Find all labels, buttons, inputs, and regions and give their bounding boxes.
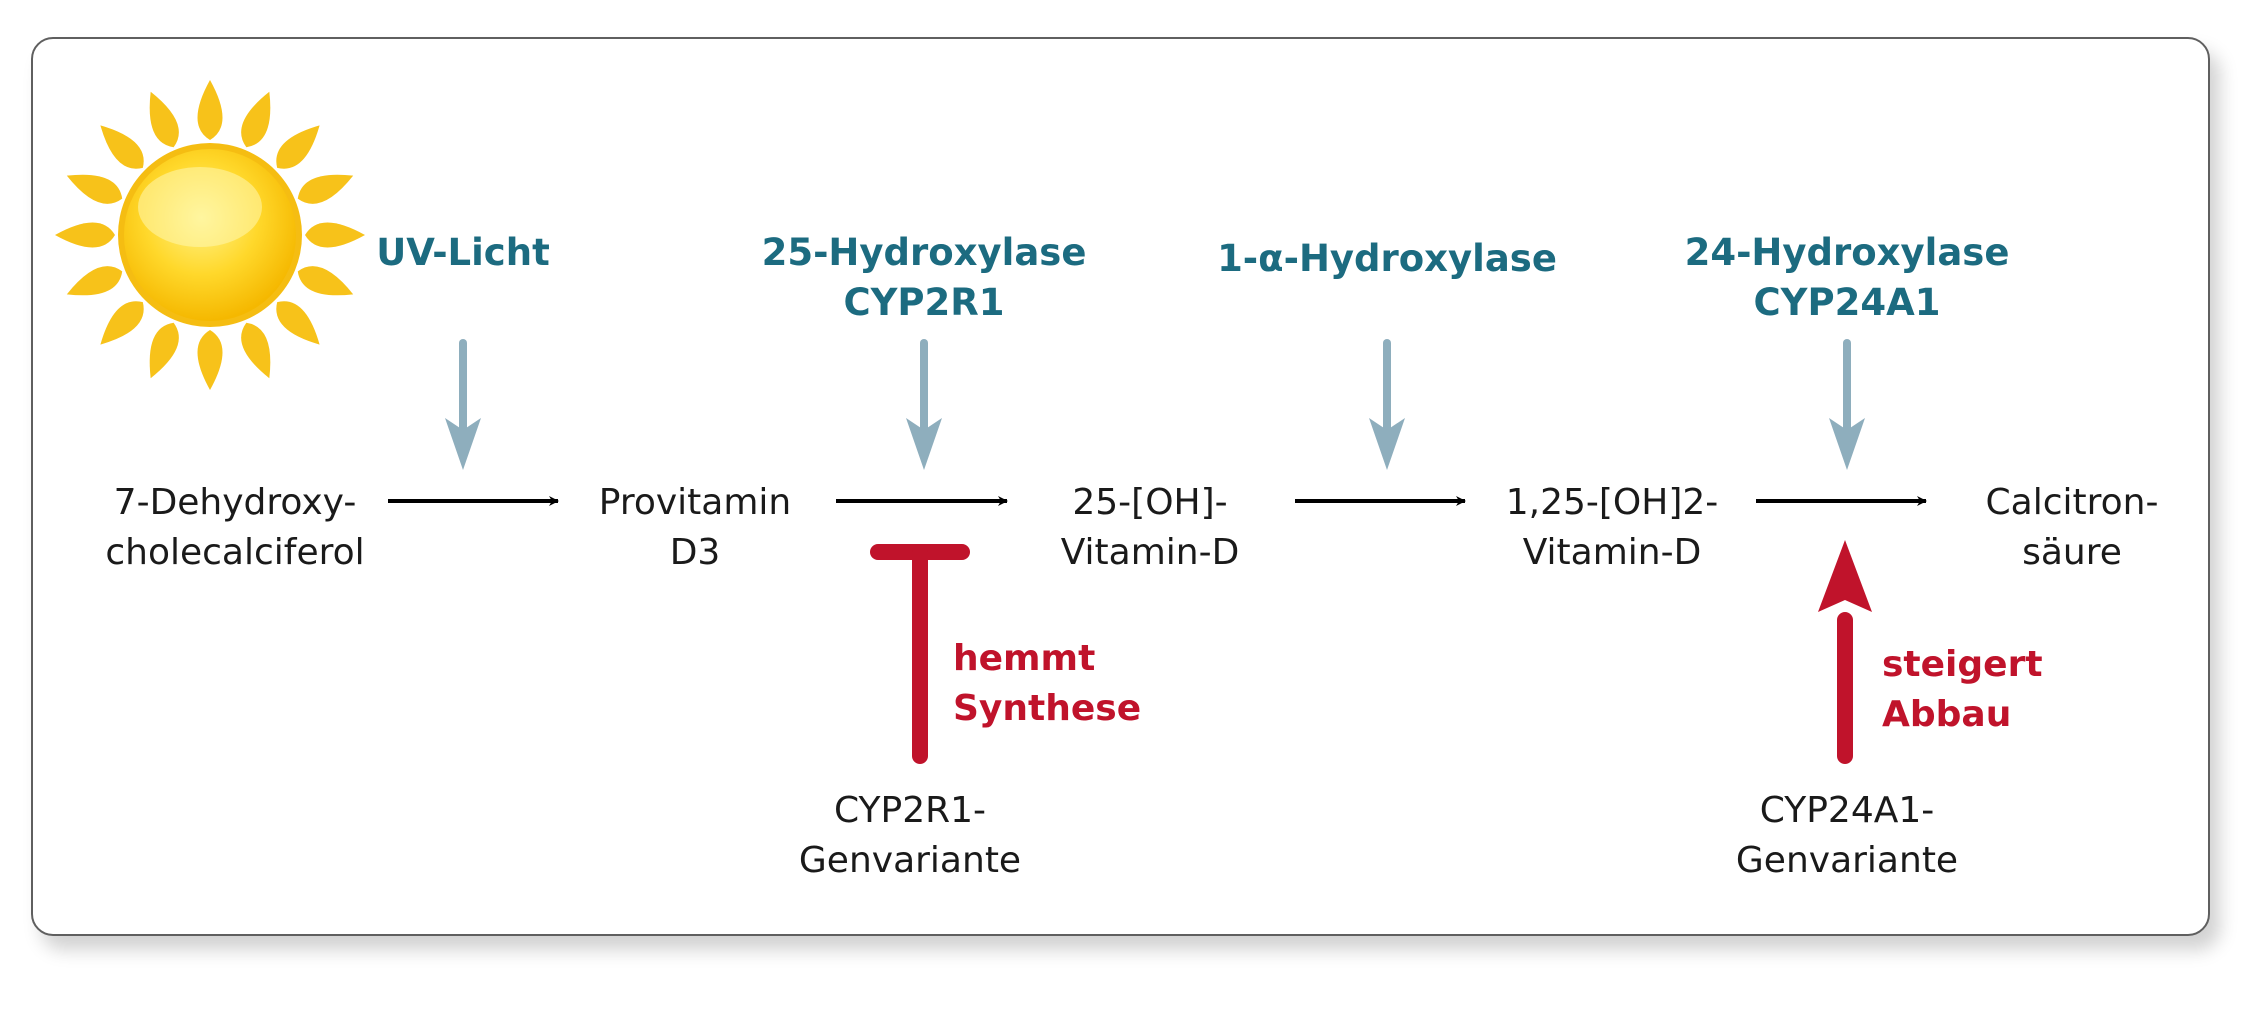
effect-increase-line1: steigert	[1882, 644, 2043, 685]
inhibition-symbol	[870, 544, 970, 764]
gene-cyp24a1-line2: Genvariante	[1736, 840, 1958, 881]
effect-increase-line2: Abbau	[1882, 694, 2011, 735]
node-1-25-oh2-vitamin-d-line1: 1,25-[OH]2-	[1506, 482, 1719, 523]
node-1-25-oh2-vitamin-d-line2: Vitamin-D	[1523, 532, 1702, 573]
input-arrow-1-alpha-hydroxylase	[1369, 339, 1405, 470]
sun-icon	[55, 80, 365, 390]
enzyme-cyp2r1-label: CYP2R1	[843, 281, 1004, 324]
gene-cyp24a1-line1: CYP24A1-	[1760, 790, 1935, 831]
enzyme-1-alpha-hydroxylase-label: 1-α-Hydroxylase	[1217, 237, 1557, 280]
node-7-dehydroxycholecalciferol-line2: cholecalciferol	[105, 532, 364, 573]
node-25-oh-vitamin-d-line2: Vitamin-D	[1061, 532, 1240, 573]
input-arrow-25-hydroxylase	[906, 339, 942, 470]
node-provitamin-d3-line1: Provitamin	[599, 482, 791, 523]
gene-cyp2r1-line1: CYP2R1-	[834, 790, 986, 831]
diagram-frame	[31, 37, 2210, 936]
input-arrow-uv	[445, 339, 481, 470]
effect-inhibit-line2: Synthese	[953, 688, 1141, 729]
input-arrow-24-hydroxylase	[1829, 339, 1865, 470]
node-provitamin-d3-line2: D3	[670, 532, 721, 573]
increase-arrow	[1818, 540, 1872, 764]
node-7-dehydroxycholecalciferol-line1: 7-Dehydroxy-	[114, 482, 357, 523]
enzyme-cyp24a1-label: CYP24A1	[1754, 281, 1941, 324]
effect-inhibit-line1: hemmt	[953, 638, 1095, 679]
node-25-oh-vitamin-d-line1: 25-[OH]-	[1072, 482, 1227, 523]
uv-light-label: UV-Licht	[376, 231, 550, 274]
enzyme-24-hydroxylase-label: 24-Hydroxylase	[1685, 231, 2010, 274]
node-calcitronsaeure-line2: säure	[2022, 532, 2122, 573]
enzyme-25-hydroxylase-label: 25-Hydroxylase	[762, 231, 1087, 274]
gene-cyp2r1-line2: Genvariante	[799, 840, 1021, 881]
node-calcitronsaeure-line1: Calcitron-	[1986, 482, 2159, 523]
